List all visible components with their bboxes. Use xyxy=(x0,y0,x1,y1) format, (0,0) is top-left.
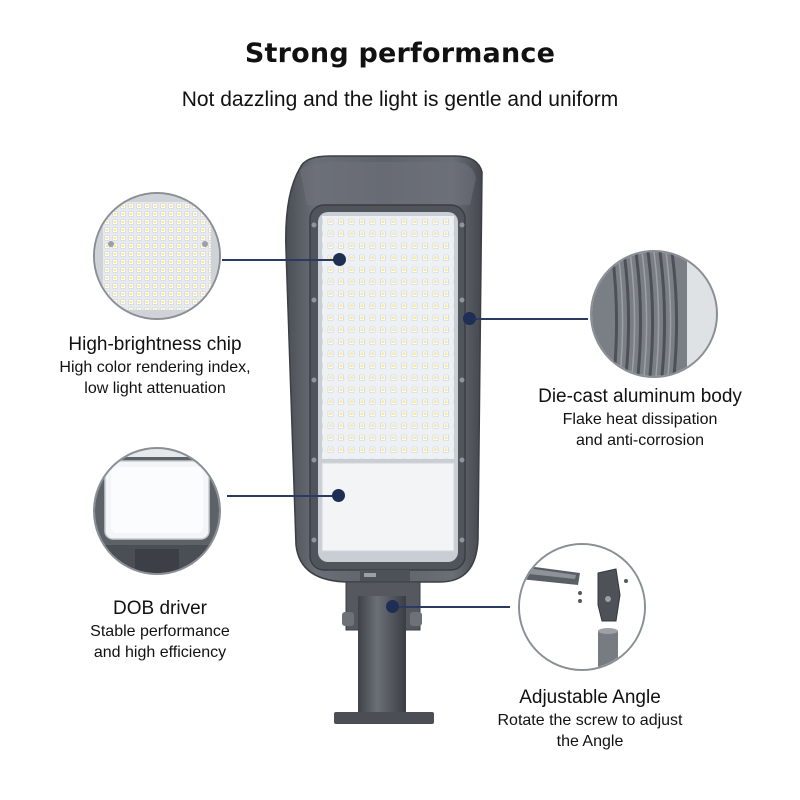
angle-pointer-dot xyxy=(386,600,399,613)
feature-chip-desc-2: low light attenuation xyxy=(84,380,226,397)
led-chip-closeup xyxy=(93,192,221,320)
feature-chip-label: High-brightness chip High color renderin… xyxy=(40,333,270,399)
feature-driver-desc-2: and high efficiency xyxy=(93,644,227,661)
chip-pointer-line xyxy=(222,259,340,261)
heat-sink-fins-closeup xyxy=(590,250,718,378)
feature-angle-title: Adjustable Angle xyxy=(519,687,661,708)
feature-driver-title: DOB driver xyxy=(113,598,207,619)
driver-pointer-line xyxy=(227,495,339,497)
body-pointer-dot xyxy=(463,312,476,325)
body-pointer-line xyxy=(470,318,588,320)
feature-angle-desc-1: Rotate the screw to adjust xyxy=(497,712,683,729)
feature-driver-desc-1: Stable performance xyxy=(90,623,230,640)
angle-pointer-line xyxy=(395,606,510,608)
feature-angle-label: Adjustable Angle Rotate the screw to adj… xyxy=(465,686,715,752)
feature-body-title: Die-cast aluminum body xyxy=(538,386,742,407)
driver-pointer-dot xyxy=(332,489,345,502)
feature-angle-desc-2: the Angle xyxy=(556,733,624,750)
feature-body-desc-1: Flake heat dissipation xyxy=(562,411,718,428)
feature-chip-desc-1: High color rendering index, xyxy=(59,359,251,376)
feature-chip-title: High-brightness chip xyxy=(68,334,242,355)
feature-body-label: Die-cast aluminum body Flake heat dissip… xyxy=(520,385,760,451)
chip-pointer-dot xyxy=(333,253,346,266)
driver-panel-closeup xyxy=(93,447,221,575)
bracket-screw-closeup xyxy=(518,543,646,671)
feature-driver-label: DOB driver Stable performance and high e… xyxy=(60,597,260,663)
page-subtitle: Not dazzling and the light is gentle and… xyxy=(181,88,619,111)
feature-body-desc-2: and anti-corrosion xyxy=(575,432,705,449)
page-title: Strong performance xyxy=(244,38,556,69)
